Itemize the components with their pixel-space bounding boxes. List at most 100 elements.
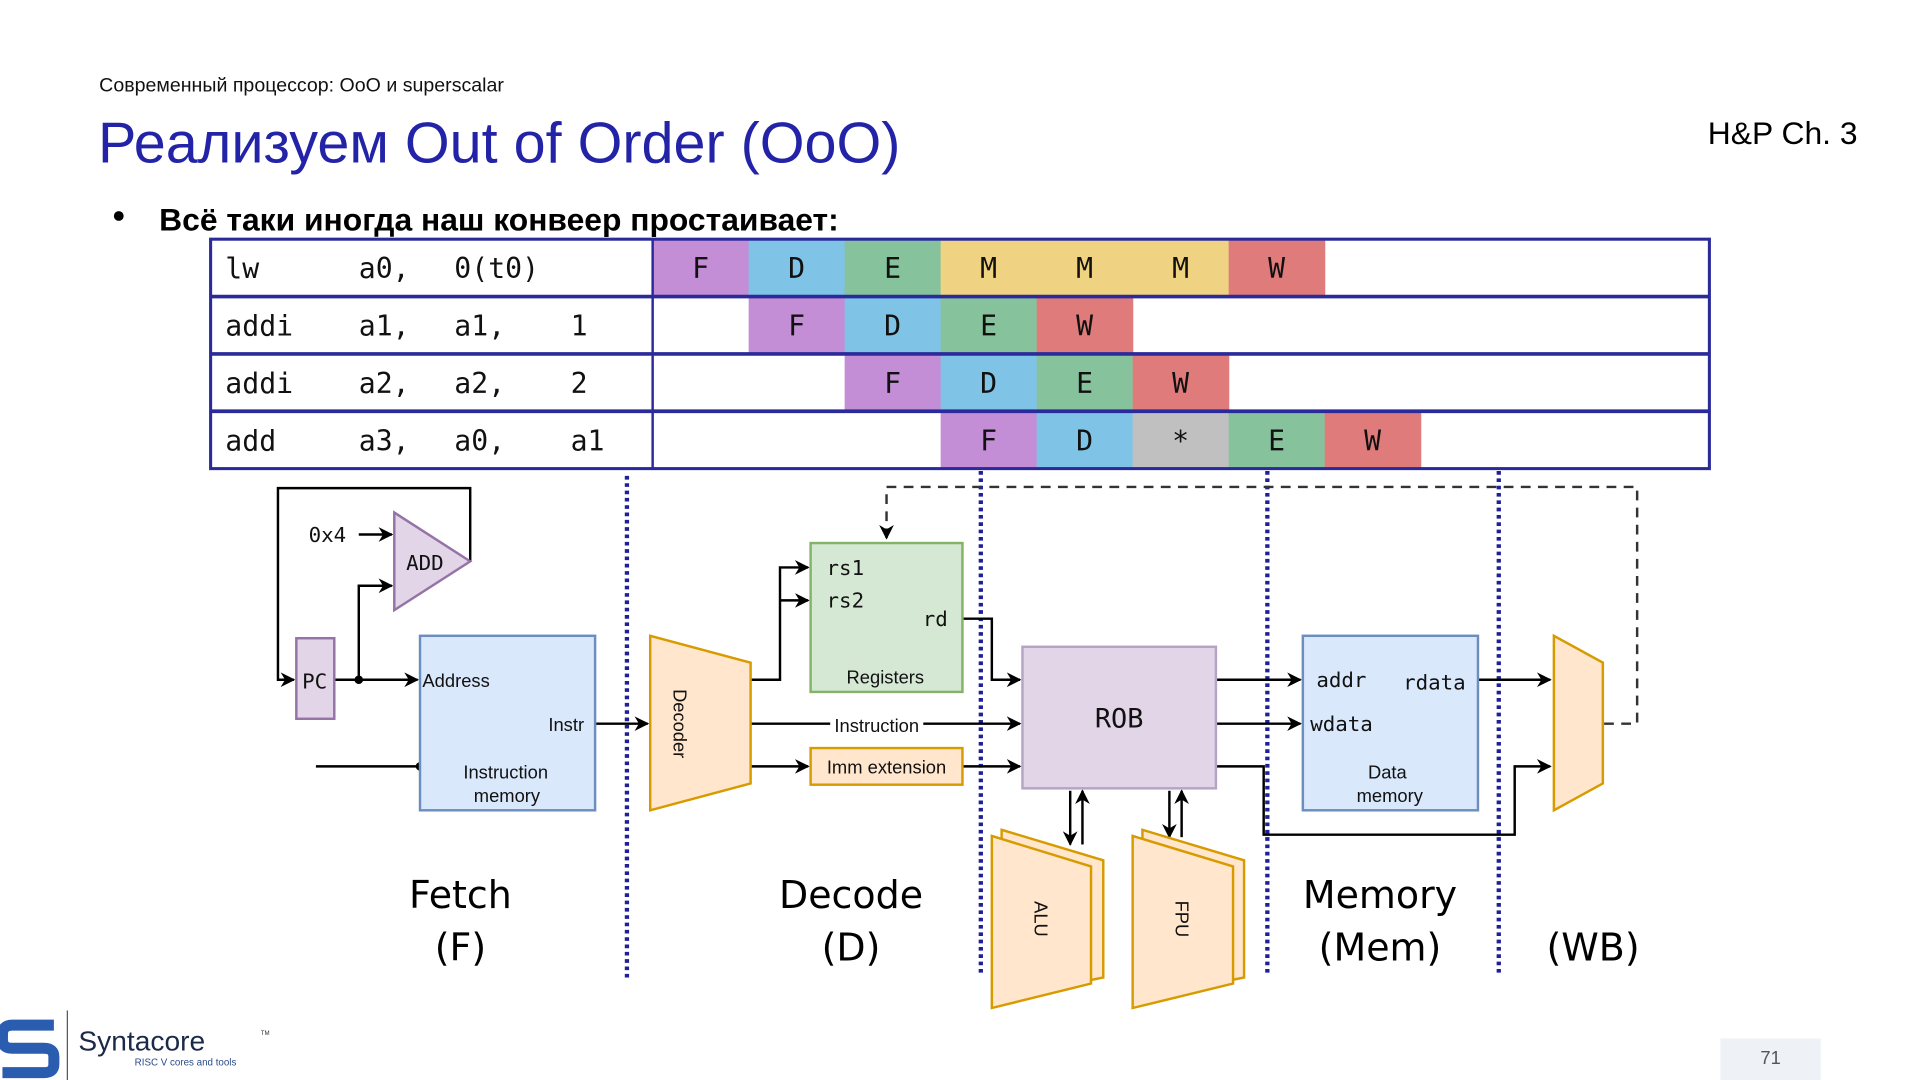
stage-cell xyxy=(1324,411,1422,469)
regs-rs2-port: rs2 xyxy=(827,589,865,613)
instruction-a2: 0(t0) xyxy=(454,252,539,285)
stage-cell-label: W xyxy=(1364,424,1381,457)
stage-cell-label: W xyxy=(1076,310,1093,343)
bullet-text: Всё таки иногда наш конвеер простаивает: xyxy=(159,202,839,238)
fpu-block: FPU xyxy=(1131,828,1246,1010)
imm-label: Imm extension xyxy=(827,757,946,778)
stage-cell-label: E xyxy=(1076,367,1093,400)
pc-label: PC xyxy=(302,669,327,693)
table-row: F D E M M M Wlw a0, 0(t0) xyxy=(225,239,1326,297)
stage-cell xyxy=(1228,411,1326,469)
writeback-mux xyxy=(1552,633,1605,813)
stage-cell-label: M xyxy=(1172,252,1189,285)
fpu-label: FPU xyxy=(1172,901,1193,938)
rob-label: ROB xyxy=(1095,703,1144,734)
stage-cell-label: F xyxy=(692,252,709,285)
instruction-a1: a2, xyxy=(359,367,410,400)
dmem-name-line1: Data xyxy=(1368,762,1408,783)
alu-block: ALU xyxy=(990,828,1105,1010)
dmem-addr-port: addr xyxy=(1316,668,1366,692)
instruction-a1: a3, xyxy=(359,424,410,457)
stage-cell-label: D xyxy=(1076,424,1093,457)
instruction-memory: Address Instr Instruction memory xyxy=(418,634,597,812)
instruction-op: addi xyxy=(225,310,293,343)
stage-cell-label: D xyxy=(980,367,997,400)
pc-register: PC xyxy=(295,637,336,721)
page-number: 71 xyxy=(1760,1047,1780,1068)
stage-cell xyxy=(940,239,1038,297)
stage-decode: Decode xyxy=(779,873,923,917)
stage-cell-label: W xyxy=(1172,367,1189,400)
stage-cell xyxy=(844,239,942,297)
stage-cell xyxy=(844,296,942,354)
stage-cell xyxy=(844,353,942,412)
stage-cell xyxy=(1228,239,1326,297)
imem-instr-port: Instr xyxy=(548,714,584,735)
instruction-wire-label: Instruction xyxy=(834,715,919,736)
stage-cell xyxy=(940,353,1038,412)
regs-rd-port: rd xyxy=(923,607,948,631)
page-number-box xyxy=(1720,1038,1821,1080)
logo-tm: TM xyxy=(261,1030,270,1037)
slide-subtitle: Современный процессор: OoO и superscalar xyxy=(99,75,504,97)
stage-cell xyxy=(748,296,846,354)
instruction-a2: a2, xyxy=(454,367,505,400)
dmem-wdata-port: wdata xyxy=(1310,712,1373,736)
syntacore-logo: Syntacore TM RISC V cores and tools xyxy=(0,1010,270,1080)
stage-memory: Memory xyxy=(1303,873,1457,917)
stage-cell xyxy=(1036,239,1134,297)
instruction-a3: 2 xyxy=(571,367,588,400)
stage-cell-label: M xyxy=(980,252,997,285)
stage-cell-label: E xyxy=(980,310,997,343)
dmem-rdata-port: rdata xyxy=(1403,671,1466,695)
stage-fetch: Fetch xyxy=(409,873,512,917)
wires xyxy=(276,485,1639,846)
stage-cell-label: F xyxy=(788,310,805,343)
stage-cell-label: D xyxy=(788,252,805,285)
stage-wb-short: (WB) xyxy=(1546,925,1639,969)
bullet-icon xyxy=(113,211,124,221)
instruction-op: addi xyxy=(225,367,293,400)
dmem-name-line2: memory xyxy=(1357,785,1424,806)
instruction-op: lw xyxy=(225,252,259,285)
instruction-a3: a1 xyxy=(571,424,605,457)
stage-decode-short: (D) xyxy=(822,925,881,969)
stage-cell-label: F xyxy=(980,424,997,457)
stage-cell-label: W xyxy=(1268,252,1285,285)
imm-extension-block: Imm extension xyxy=(809,746,964,786)
stage-cell-label: E xyxy=(1268,424,1285,457)
data-memory: addr rdata wdata Data memory xyxy=(1301,634,1480,812)
instruction-a1: a1, xyxy=(359,310,410,343)
imem-name-line2: memory xyxy=(474,785,541,806)
stage-cell-label: * xyxy=(1172,424,1189,457)
decoder-block: Decoder xyxy=(648,634,752,812)
regs-rs1-port: rs1 xyxy=(827,556,865,580)
adder-label: ADD xyxy=(406,551,444,575)
stage-cell xyxy=(748,239,846,297)
stage-fetch-short: (F) xyxy=(435,925,486,969)
stage-cell xyxy=(1132,411,1230,469)
register-file: rs1 rs2 rd Registers xyxy=(809,541,964,694)
slide-title: Реализуем Out of Order (OoO) xyxy=(98,111,901,175)
logo-s-icon xyxy=(0,1019,60,1079)
stage-cell-label: D xyxy=(884,310,901,343)
stage-cell-label: M xyxy=(1076,252,1093,285)
instruction-a2: a1, xyxy=(454,310,505,343)
logo-tagline: RISC V cores and tools xyxy=(135,1057,237,1068)
stage-cell xyxy=(1132,353,1230,412)
stage-cell-label: F xyxy=(884,367,901,400)
imem-name-line1: Instruction xyxy=(463,762,548,783)
stage-cell-label: E xyxy=(884,252,901,285)
stage-cell xyxy=(1036,411,1134,469)
stage-cell xyxy=(940,411,1038,469)
reference-label: H&P Ch. 3 xyxy=(1708,115,1858,151)
regs-name: Registers xyxy=(847,666,925,687)
alu-label: ALU xyxy=(1031,901,1052,937)
rob-block: ROB xyxy=(1021,645,1218,790)
instruction-a1: a0, xyxy=(359,252,410,285)
